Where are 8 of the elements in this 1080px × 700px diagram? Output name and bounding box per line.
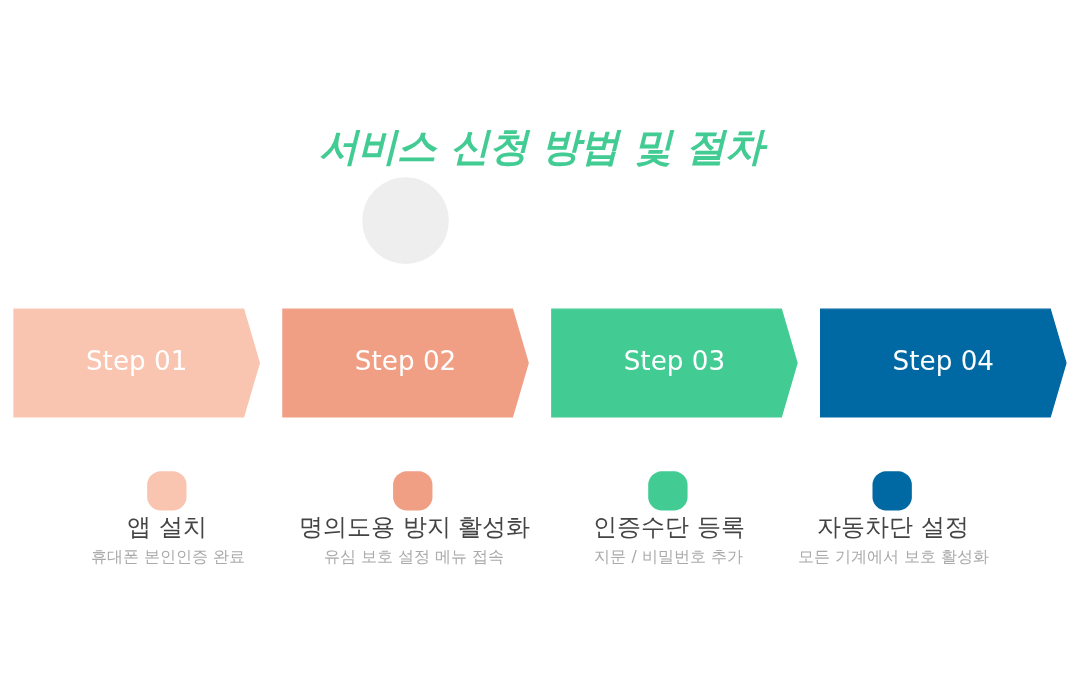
node-label: 자동차단 설정 (817, 512, 969, 541)
node-label: 지문 / 비밀번호 추가 (594, 546, 743, 566)
node-label: 휴대폰 본인인증 완료 (90, 546, 245, 566)
node-label: 모든 기계에서 보호 활성화 (797, 546, 989, 566)
node-label: 유심 보호 설정 메뉴 접속 (323, 546, 504, 566)
node-label: 인증수단 등록 (593, 512, 745, 541)
node-label: 명의도용 방지 활성화 (299, 512, 531, 541)
node-label: 앱 설치 (127, 512, 207, 541)
